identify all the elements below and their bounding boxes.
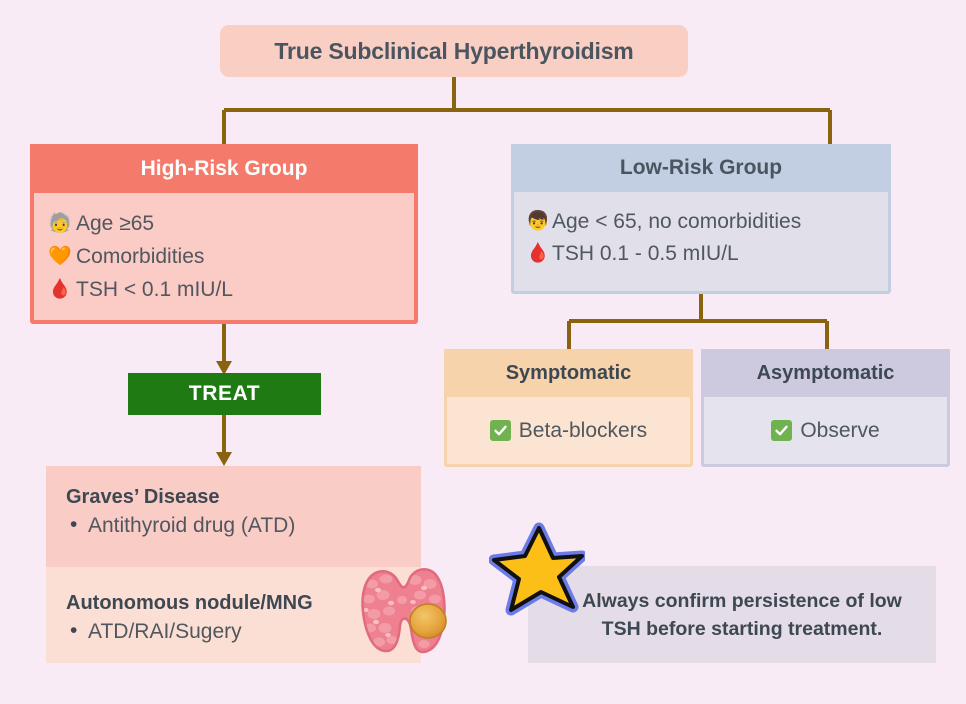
high-risk-group-node[interactable]: High-Risk Group 🧓 Age ≥65 🧡 Comorbiditie… xyxy=(30,144,418,324)
check-mark-icon xyxy=(771,420,793,441)
root-node-true-subclinical-hyperthyroidism[interactable]: True Subclinical Hyperthyroidism xyxy=(220,25,688,77)
list-item: 🩸 TSH < 0.1 mIU/L xyxy=(48,273,414,306)
asymptomatic-header: Asymptomatic xyxy=(701,349,950,397)
asymptomatic-node[interactable]: Asymptomatic Observe xyxy=(701,349,950,467)
blood-drop-icon: 🩸 xyxy=(526,243,550,264)
thyroid-gland-icon xyxy=(361,568,447,654)
low-risk-group-title: Low-Risk Group xyxy=(619,156,783,179)
list-item-label: Age ≥65 xyxy=(76,212,155,235)
low-risk-group-header: Low-Risk Group xyxy=(511,144,891,192)
list-item-label: Age < 65, no comorbidities xyxy=(552,210,802,233)
list-item-label: TSH 0.1 - 0.5 mIU/L xyxy=(552,242,739,265)
autonomous-nodule-node[interactable]: Autonomous nodule/MNG ATD/RAI/Sugery xyxy=(46,567,421,663)
list-item-label: Comorbidities xyxy=(76,245,205,268)
list-item: 🩸 TSH 0.1 - 0.5 mIU/L xyxy=(526,238,888,270)
asymptomatic-title: Asymptomatic xyxy=(756,361,895,384)
person-icon: 👦 xyxy=(526,211,550,232)
low-risk-group-node[interactable]: Low-Risk Group 👦 Age < 65, no comorbidit… xyxy=(511,144,891,294)
root-node-title: True Subclinical Hyperthyroidism xyxy=(274,37,634,64)
list-item: 🧡 Comorbidities xyxy=(48,240,414,273)
star-icon xyxy=(489,522,585,616)
high-risk-group-title: High-Risk Group xyxy=(140,156,308,180)
list-item: 🧓 Age ≥65 xyxy=(48,207,414,240)
callout-note: Always confirm persistence of low TSH be… xyxy=(528,566,936,663)
autonomous-nodule-title: Autonomous nodule/MNG xyxy=(66,592,313,614)
list-item: Beta-blockers xyxy=(489,418,648,443)
callout-note-line2: TSH before starting treatment. xyxy=(601,617,883,640)
symptomatic-action-label: Beta-blockers xyxy=(518,418,648,442)
list-item-label: TSH < 0.1 mIU/L xyxy=(76,278,233,301)
list-item: Observe xyxy=(771,418,880,443)
check-mark-icon xyxy=(489,420,511,441)
asymptomatic-body: Observe xyxy=(704,397,947,464)
graves-disease-bullet: Antithyroid drug (ATD) xyxy=(66,510,421,541)
graves-disease-title: Graves’ Disease xyxy=(66,486,220,508)
blood-drop-icon: 🩸 xyxy=(48,279,72,300)
callout-note-text: Always confirm persistence of low TSH be… xyxy=(536,587,928,643)
graves-disease-node[interactable]: Graves’ Disease Antithyroid drug (ATD) xyxy=(46,466,421,567)
high-risk-group-header: High-Risk Group xyxy=(30,144,418,193)
older-person-icon: 🧓 xyxy=(48,213,72,234)
treat-action-node[interactable]: TREAT xyxy=(128,373,321,415)
symptomatic-header: Symptomatic xyxy=(444,349,693,397)
orange-heart-icon: 🧡 xyxy=(48,246,72,267)
symptomatic-node[interactable]: Symptomatic Beta-blockers xyxy=(444,349,693,467)
symptomatic-body: Beta-blockers xyxy=(447,397,690,464)
low-risk-group-criteria-list: 👦 Age < 65, no comorbidities 🩸 TSH 0.1 -… xyxy=(514,192,888,291)
treat-action-label: TREAT xyxy=(188,382,261,405)
callout-note-line1: Always confirm persistence of low xyxy=(582,589,902,612)
asymptomatic-action-label: Observe xyxy=(800,418,880,442)
symptomatic-title: Symptomatic xyxy=(505,361,632,384)
autonomous-nodule-bullet: ATD/RAI/Sugery xyxy=(66,616,421,647)
high-risk-group-criteria-list: 🧓 Age ≥65 🧡 Comorbidities 🩸 TSH < 0.1 mI… xyxy=(34,193,414,320)
list-item: 👦 Age < 65, no comorbidities xyxy=(526,206,888,238)
